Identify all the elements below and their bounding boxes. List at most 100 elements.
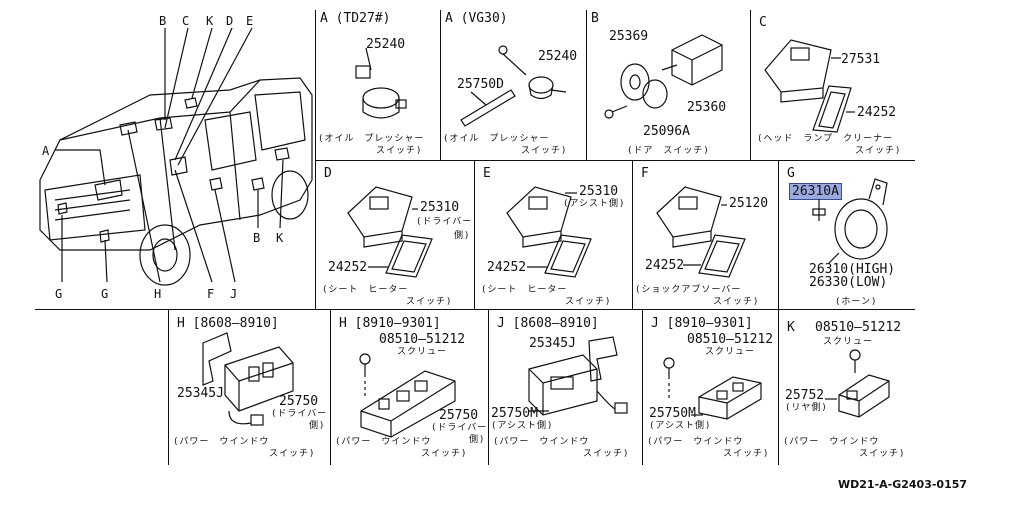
callout-g-1: G	[55, 287, 63, 301]
grid-line	[474, 161, 475, 310]
caption-line-1: (パワー ウインドウ	[173, 437, 270, 447]
caption-line-1: (ホーン)	[835, 297, 878, 307]
callout-a-left: A	[42, 144, 50, 158]
part-note: 側)	[469, 435, 486, 445]
part-note: スクリュー	[823, 337, 874, 347]
panel-title: A (TD27#)	[320, 11, 391, 26]
callout-b-top: B	[159, 14, 167, 28]
part-number: 27531	[841, 52, 881, 67]
grid-line	[750, 10, 751, 160]
power-window-switch-drawing	[663, 357, 762, 420]
part-note: 側)	[309, 421, 326, 431]
caption-line-1: (ドア スイッチ)	[627, 146, 710, 156]
vehicle-outline	[39, 27, 313, 286]
part-number: 25240	[366, 37, 406, 52]
part-number: 25345J	[529, 336, 576, 351]
panel-c: C 27531 24252 (ヘッド ランプ クリーナー スイッチ)	[751, 10, 915, 160]
callout-j-bottom: J	[230, 287, 238, 301]
callout-d-top: D	[226, 14, 234, 28]
oil-pressure-switch-drawing	[355, 47, 407, 119]
panel-j-8910: J [8910–9301] 08510–51212 スクリュー 25750M (…	[643, 311, 778, 465]
part-note: (アシスト側)	[491, 421, 554, 431]
caption-line-2: スイッチ)	[723, 449, 770, 459]
panel-g: G 26310A 26310(HIGH) 26330(LOW) (ホーン)	[779, 161, 915, 309]
grid-line	[35, 309, 915, 310]
panel-title: J [8608–8910]	[497, 316, 599, 331]
panel-d: D 25310 (ドライバー 側) 24252 (シート ヒーター スイッチ)	[316, 161, 474, 309]
caption-line-2: スイッチ)	[376, 146, 423, 156]
panel-j-8608: J [8608–8910] 25345J 25750M (アシスト側) (パワー…	[489, 311, 642, 465]
panel-h-8608: H [8608–8910] 25345J 25750 (ドライバー 側) (パワ…	[169, 311, 330, 465]
part-number: 08510–51212	[687, 332, 774, 347]
door-switch-drawing	[604, 34, 723, 119]
callout-e-top: E	[246, 14, 254, 28]
part-number: 25750	[279, 394, 319, 409]
callout-k-top: K	[206, 14, 214, 28]
panel-title: C	[759, 15, 767, 30]
grid-line	[488, 310, 489, 465]
caption-line-2: スイッチ)	[859, 449, 906, 459]
part-number: 25240	[538, 49, 578, 64]
panel-b: B 25369 25360 25096A (ドア スイッチ)	[587, 10, 750, 160]
callout-b-bottom: B	[253, 231, 261, 245]
power-window-switch-drawing	[202, 332, 294, 426]
part-number: 24252	[645, 258, 685, 273]
part-number: 24252	[857, 105, 897, 120]
caption-line-2: スイッチ)	[521, 146, 568, 156]
grid-line	[642, 310, 643, 465]
part-note: スクリュー	[705, 347, 756, 357]
grid-line	[315, 160, 915, 161]
part-note: (アシスト側)	[563, 199, 626, 209]
caption-line-1: (オイル プレッシャー	[443, 134, 550, 144]
caption-line-2: スイッチ)	[421, 449, 468, 459]
part-number: 25750	[439, 408, 479, 423]
part-number: 25750D	[457, 77, 504, 92]
grid-line	[778, 161, 779, 310]
part-number: 25752	[785, 388, 825, 403]
panel-h-8910: H [8910–9301] 08510–51212 スクリュー 25750 (ド…	[331, 311, 488, 465]
caption-line-1: (シート ヒーター	[481, 285, 568, 295]
callout-f-bottom: F	[207, 287, 215, 301]
part-number: 24252	[487, 260, 527, 275]
panel-title: A (VG30)	[445, 11, 508, 26]
part-number: 08510–51212	[815, 320, 902, 335]
caption-line-1: (シート ヒーター	[322, 285, 409, 295]
diagram-reference-code: WD21-A-G2403-0157	[838, 478, 968, 491]
panel-title: D	[324, 166, 332, 181]
grid-line	[330, 310, 331, 465]
seat-heater-switch-drawing	[506, 186, 592, 278]
panel-title: E	[483, 166, 491, 181]
panel-e: E 25310 (アシスト側) 24252 (シート ヒーター スイッチ)	[475, 161, 632, 309]
part-note: 側)	[454, 231, 471, 241]
highlighted-part-number[interactable]: 26310A	[789, 183, 842, 200]
callout-h-bottom: H	[154, 287, 162, 301]
horn-drawing	[812, 178, 888, 264]
grid-line	[440, 10, 441, 160]
caption-line-1: (パワー ウインドウ	[647, 437, 744, 447]
callout-g-2: G	[101, 287, 109, 301]
part-note: (アシスト側)	[649, 421, 712, 431]
caption-line-1: (オイル プレッシャー	[318, 134, 425, 144]
panel-k: K 08510–51212 スクリュー 25752 (リヤ側) (パワー ウイン…	[779, 311, 915, 465]
grid-line	[778, 310, 779, 465]
part-note: (ドライバー	[271, 409, 328, 419]
panel-title: H [8910–9301]	[339, 316, 441, 331]
part-note: (ドライバー	[431, 423, 488, 433]
oil-pressure-switch-drawing	[460, 45, 567, 127]
headlamp-cleaner-switch-drawing	[764, 39, 855, 133]
panel-title: J [8910–9301]	[651, 316, 753, 331]
part-number: 25750M	[649, 406, 696, 421]
caption-line-1: (パワー ウインドウ	[493, 437, 590, 447]
part-number: 25369	[609, 29, 649, 44]
panel-title: K	[787, 320, 795, 335]
grid-line	[586, 10, 587, 160]
shock-absorber-switch-drawing	[656, 186, 746, 278]
panel-a-td27: A (TD27#) 25240 (オイル プレッシャー スイッチ)	[316, 10, 440, 160]
panel-title: B	[591, 11, 599, 26]
part-number: 25096A	[643, 124, 690, 139]
callout-k-bottom: K	[276, 231, 284, 245]
panel-title: H [8608–8910]	[177, 316, 279, 331]
caption-line-2: スイッチ)	[713, 297, 760, 307]
part-number: 26330(LOW)	[809, 275, 888, 290]
part-number: 26310(HIGH)	[809, 262, 896, 277]
